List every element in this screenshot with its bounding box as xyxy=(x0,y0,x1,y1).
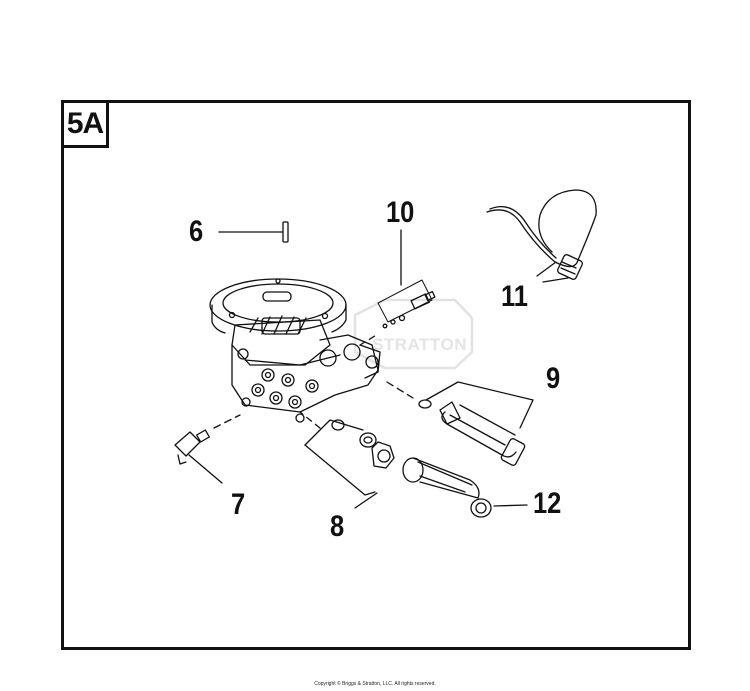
callout-10: 10 xyxy=(386,196,415,229)
part-9-tube xyxy=(386,381,534,466)
callout-12: 12 xyxy=(533,487,562,520)
section-label: 5A xyxy=(61,100,109,148)
diagram-frame xyxy=(61,100,691,650)
part-10-valve-kit xyxy=(359,229,436,346)
callout-7: 7 xyxy=(231,488,246,521)
watermark-text: STRATTON xyxy=(372,335,467,354)
callout-9: 9 xyxy=(546,362,561,395)
part-6-pin xyxy=(218,221,289,243)
callout-11: 11 xyxy=(501,280,528,313)
pump-assembly xyxy=(209,278,381,423)
copyright-notice: Copyright © Briggs & Stratton, LLC. All … xyxy=(314,681,436,687)
callout-8: 8 xyxy=(330,510,345,543)
part-8-inlet xyxy=(299,411,480,509)
part-12-oring xyxy=(470,498,528,518)
part-7-fitting xyxy=(174,414,241,484)
part-11-hose xyxy=(486,189,597,283)
watermark-logo xyxy=(353,298,474,370)
callout-6: 6 xyxy=(189,215,204,248)
